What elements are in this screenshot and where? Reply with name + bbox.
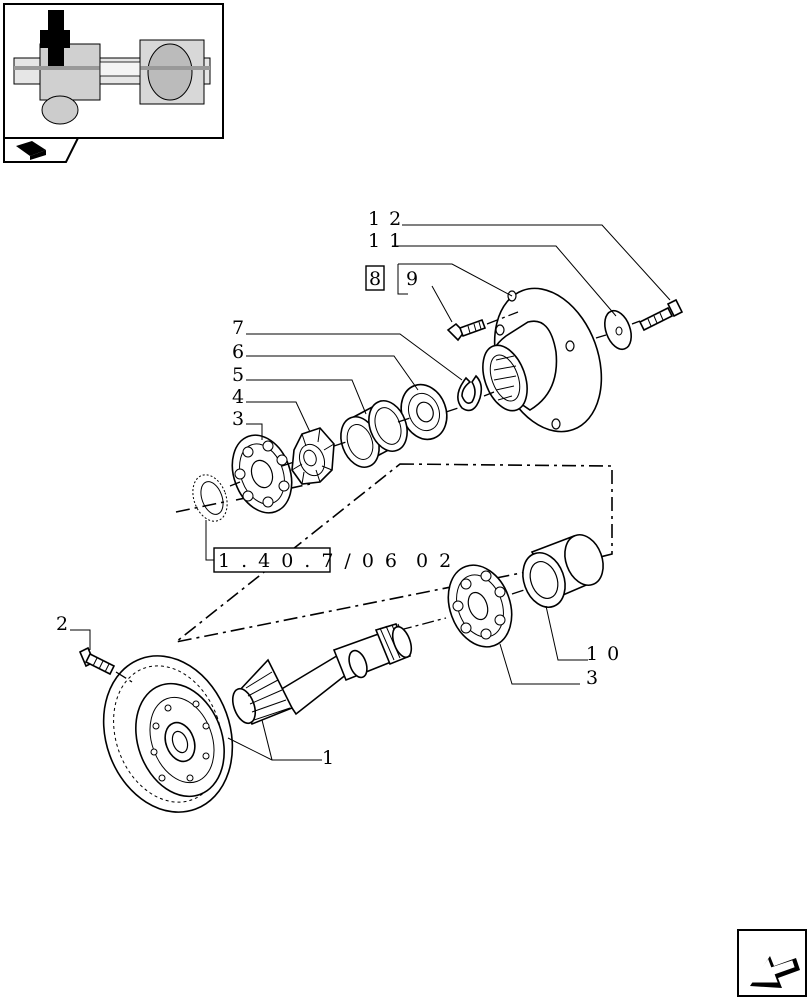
callout-8: 7 [232,317,253,339]
lower-stack-axis [399,589,525,631]
callout-9-box [365,265,385,291]
upper-stack-axis [229,417,411,487]
callout-1: 1 [322,747,343,769]
book-icon[interactable] [3,137,80,163]
leader-lines [70,224,671,761]
callout-7: 6 [232,341,253,363]
taper-bearing-lower [447,564,513,648]
castle-nut [291,427,335,485]
bolt2-axis [115,671,133,683]
taper-bearing-upper [231,434,293,514]
next-page-arrow-icon[interactable] [737,929,807,997]
circlip [457,374,483,412]
callout-5: 4 [232,386,253,408]
pinion-shaft [278,623,413,716]
screw [638,298,684,332]
spacer-sleeve [522,534,604,608]
pinion-gear [231,658,294,726]
crown-ring-gear [102,655,234,813]
washer [604,309,632,351]
bearing-cup [340,400,408,468]
washer-axis [595,320,641,339]
bolt-axis [486,311,519,325]
seal-ring [400,383,448,441]
callout-9: 8 [369,268,390,290]
reference-suffix: 02 [416,550,462,572]
callout-3-upper: 3 [232,408,253,430]
reference-box [213,547,331,573]
callout-3-lower: 3 [586,667,607,689]
callout-10: 9 [406,268,427,290]
shim [192,474,228,522]
callout-4: 10 [586,643,628,665]
reference-code[interactable]: 1.40.7/06 [218,550,408,572]
callout-6: 5 [232,364,253,386]
flange-hub [482,287,603,433]
callout-2: 2 [56,613,77,635]
hub-bolt [446,318,487,342]
ring-gear-bolt [78,646,116,676]
circlip-axis [445,391,495,413]
callout-12: 12 [368,208,410,230]
axle-assembly-thumbnail-icon[interactable] [3,3,224,139]
callout-11: 11 [368,230,410,252]
